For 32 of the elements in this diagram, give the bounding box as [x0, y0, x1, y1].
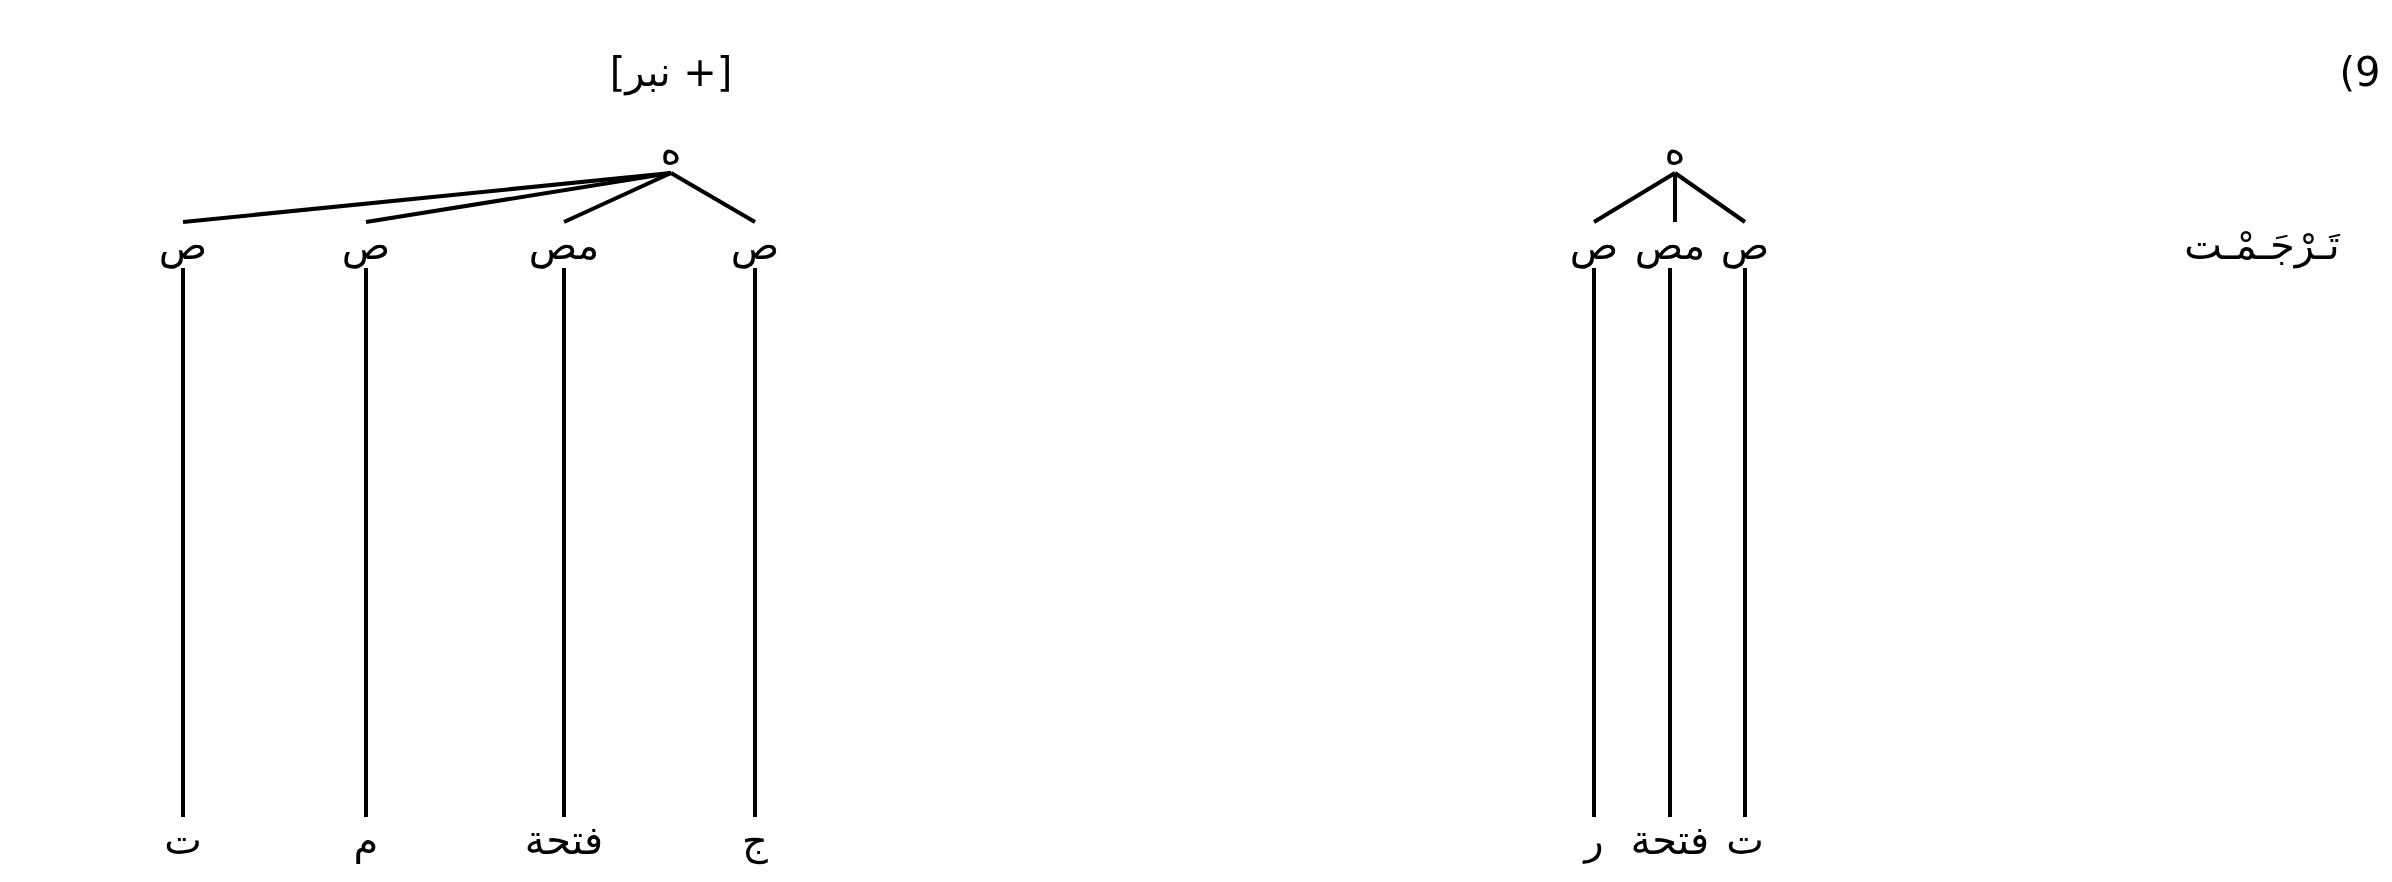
tree-label: ص [728, 222, 782, 268]
tree-branch [1592, 268, 1596, 817]
segment-label: ت [162, 817, 204, 863]
segment-label: م [351, 817, 381, 863]
tree-label: ص [1718, 222, 1772, 268]
tree-label: ص [1567, 222, 1621, 268]
tree-branch [1673, 171, 1747, 224]
root-symbol: ه [658, 127, 684, 173]
tree-branch [1592, 171, 1677, 224]
tree-branch [1668, 268, 1672, 817]
segment-label: فتحة [522, 817, 606, 863]
tree-branch [1743, 268, 1747, 817]
segment-label: فتحة [1628, 817, 1712, 863]
tree-branch [753, 268, 757, 817]
example-number: (9 [2338, 49, 2382, 95]
segment-label: ج [740, 817, 770, 863]
tree-branch [562, 268, 566, 817]
root-symbol: ه [1662, 127, 1688, 173]
tree-label: ص [339, 222, 393, 268]
tree-branch [670, 171, 756, 224]
tree-branch [181, 268, 185, 817]
tree-label: مص [526, 222, 602, 268]
segment-label: ت [1724, 817, 1766, 863]
tree-branch [182, 171, 672, 224]
tree-label: مص [1632, 222, 1708, 268]
feature-label: [+ نبر] [608, 49, 734, 95]
word-label: تَـرْجَـمْـت [2183, 222, 2342, 268]
tree-label: ص [156, 222, 210, 268]
segment-label: ر [1582, 817, 1606, 863]
tree-branch [1673, 173, 1677, 222]
tree-branch [563, 171, 672, 224]
tree-branch [364, 268, 368, 817]
